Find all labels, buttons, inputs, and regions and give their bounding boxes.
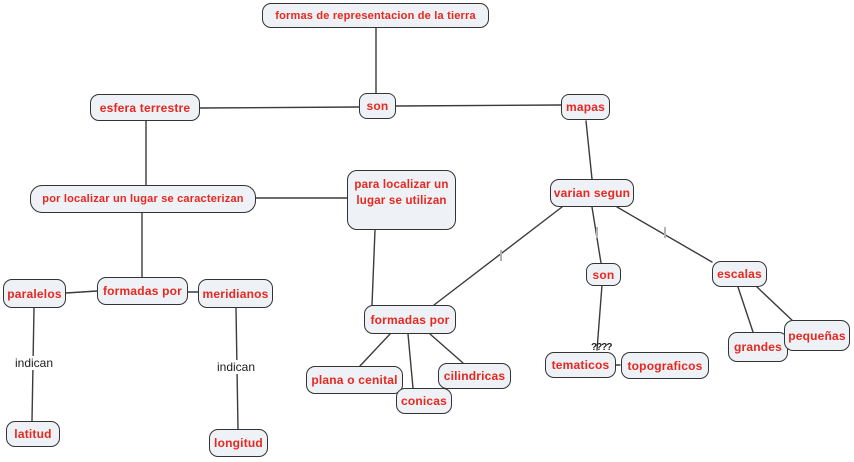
- linking-phrase-indican-meridianos[interactable]: indican: [214, 360, 259, 374]
- concept-node-topograficos[interactable]: topograficos: [621, 352, 709, 379]
- edge-escalas-pequenas: [756, 286, 796, 324]
- concept-node-formadas-por-centro[interactable]: formadas por: [364, 305, 456, 334]
- concept-node-por-localizar[interactable]: por localizar un lugar se caracterizan: [30, 185, 256, 213]
- edge-mapas-varian: [585, 120, 593, 180]
- concept-node-esfera-terrestre[interactable]: esfera terrestre: [90, 94, 200, 121]
- concept-node-formadas-por-izq[interactable]: formadas por: [97, 277, 188, 305]
- para-localizar-line2: lugar se utilizan: [356, 194, 447, 207]
- edge-formadas2-conicas: [407, 333, 414, 389]
- concept-node-pequenas[interactable]: pequeñas: [784, 320, 850, 351]
- edge-escalas-grandes: [737, 286, 754, 333]
- concept-node-title[interactable]: formas de representacion de la tierra: [262, 3, 489, 28]
- edge-paralelos-formadas: [65, 290, 98, 294]
- concept-node-conicas[interactable]: conicas: [396, 388, 452, 414]
- concept-node-meridianos[interactable]: meridianos: [198, 279, 273, 308]
- edge-formadas2-plana: [359, 333, 391, 367]
- concept-node-para-localizar[interactable]: para localizar un lugar se utilizan: [347, 170, 456, 230]
- concept-node-cilindricas[interactable]: cilindricas: [438, 363, 511, 389]
- edge-formadas2-cilindricas: [429, 333, 464, 364]
- concept-node-son-left[interactable]: son: [359, 93, 396, 119]
- concept-node-son-centro[interactable]: son: [586, 263, 621, 286]
- linking-phrase-placeholder[interactable]: ????: [591, 342, 612, 353]
- para-localizar-line1: para localizar un: [354, 179, 449, 191]
- concept-node-escalas[interactable]: escalas: [712, 261, 767, 287]
- concept-node-tematicos[interactable]: tematicos: [545, 352, 616, 378]
- concept-node-longitud[interactable]: longitud: [209, 429, 268, 457]
- concept-node-mapas[interactable]: mapas: [561, 94, 610, 120]
- concept-node-grandes[interactable]: grandes: [728, 332, 788, 362]
- concept-node-latitud[interactable]: latitud: [6, 421, 60, 447]
- edge-paralocalizar-formadas2: [371, 229, 376, 306]
- edge-varian-formadas2: [433, 206, 563, 306]
- linking-phrase-indican-paralelos[interactable]: indican: [12, 356, 57, 370]
- edge-son-mapas: [395, 104, 562, 107]
- concept-node-varian-segun[interactable]: varian segun: [550, 179, 634, 207]
- concept-node-plana-o-cenital[interactable]: plana o cenital: [306, 366, 403, 394]
- edge-son2-tematicos: [596, 284, 603, 351]
- edge-esfera-son: [199, 106, 360, 109]
- concept-node-paralelos[interactable]: paralelos: [3, 279, 66, 308]
